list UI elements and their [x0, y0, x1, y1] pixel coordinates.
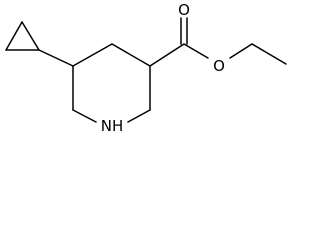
ring-bond-c2-n	[127, 109, 151, 123]
ring-bond-c4-c3	[111, 43, 151, 67]
cyclopropyl-bond-right	[21, 21, 40, 51]
piperidine-ring	[72, 43, 151, 123]
ring-bond-n-c6	[72, 109, 97, 123]
nitrogen-nh-label: NH	[101, 117, 124, 135]
ethyl-ch2-ch3-bond	[251, 43, 287, 65]
ester-oxygen-label: O	[213, 57, 225, 75]
carbonyl-ester-o-bond	[183, 43, 209, 59]
chemical-structure: NH O O	[5, 1, 287, 135]
cyclopropyl-piperidine-bond	[38, 49, 74, 67]
cyclopropyl-bond-left	[5, 21, 23, 51]
ester-o-ch2-bond	[229, 43, 253, 59]
carbonyl-oxygen-label: O	[178, 1, 190, 19]
ester-group	[149, 17, 287, 67]
cyclopropyl-ring	[5, 21, 40, 51]
ring-bond-c5-c4	[72, 43, 113, 67]
ring-carbonyl-bond	[149, 43, 185, 67]
